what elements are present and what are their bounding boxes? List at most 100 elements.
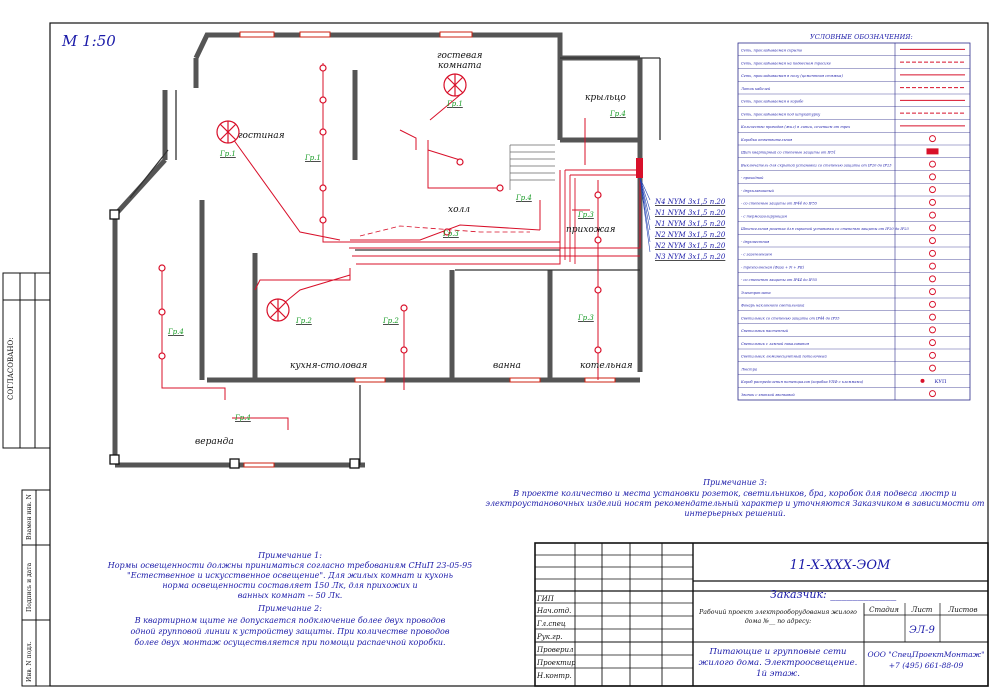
group-label: Гр.4	[515, 194, 532, 202]
project-line: Рабочий проект электрооборудования жилог…	[698, 609, 857, 616]
light-points	[158, 64, 602, 360]
legend-row-label: - проходной	[741, 176, 764, 180]
room-kitchen: кухня-столовая	[290, 361, 367, 371]
panel-leaders	[639, 177, 651, 253]
stairs	[509, 144, 555, 190]
sheet-title-line: жилого дома. Электроосвещение.	[699, 658, 858, 668]
role-label: Н.контр.	[536, 672, 572, 680]
legend-symbol	[929, 237, 936, 245]
sheets-label: Листов	[947, 606, 977, 614]
legend-row-label: Светильник с лампой накаливания	[741, 342, 810, 346]
legend-symbol	[929, 351, 936, 359]
apartment-panel	[636, 158, 643, 178]
sign-date-label: Подпись и дата	[26, 562, 33, 612]
legend-symbol	[929, 173, 936, 181]
legend-row-label: - двухклавишный	[741, 189, 775, 193]
customer-label: Заказчик: ____________	[770, 588, 897, 601]
legend-row-label: Светильник люминесцентный потолочный	[741, 355, 827, 359]
kup-label: КУП	[935, 379, 947, 385]
note1-line: ванных комнат -- 50 Лк.	[238, 591, 343, 600]
room-boiler: котельная	[580, 361, 633, 371]
legend-symbol	[929, 300, 936, 308]
company-phone: +7 (495) 661-88-09	[889, 661, 964, 670]
legend-row-label: Люстра	[740, 367, 757, 371]
group-label: Гр.3	[577, 211, 594, 219]
room-entrance: прихожая	[566, 225, 615, 235]
cable-label: N1 NYM 3х1,5 п.20	[654, 220, 726, 228]
feeder-bundle	[564, 169, 640, 264]
legend-row-label: - двухместная	[741, 240, 770, 244]
cable-label: N2 NYM 3х1,5 п.20	[654, 242, 726, 250]
legend-symbol	[929, 262, 936, 270]
role-label: Проверил	[536, 646, 573, 654]
room-veranda: веранда	[195, 437, 234, 447]
legend-symbol	[929, 186, 936, 194]
room-living: гостиная	[238, 131, 285, 141]
columns	[109, 209, 360, 469]
legend-row-label: Сеть, прокладываемая в полу (цементная с…	[741, 74, 843, 78]
legend-row-label: Сеть, прокладываемая на подвесном тросик…	[741, 61, 831, 65]
room-bath: ванна	[493, 361, 521, 371]
note2-line: одной групповой линии к устройству защит…	[130, 627, 449, 636]
role-label: ГИП	[536, 595, 555, 603]
group-label: Гр.4	[167, 328, 184, 336]
note3-line: электроустановочных изделий носят рекоме…	[485, 499, 984, 508]
room-guest-1: гостевая	[437, 51, 482, 61]
group-label: Гр.2	[382, 317, 399, 325]
legend-symbol	[929, 135, 936, 143]
legend-symbol	[929, 198, 936, 206]
approved-label: СОГЛАСОВАНО:	[7, 337, 15, 400]
stage-label: Стадия	[869, 606, 899, 614]
role-label: Рук.гр.	[536, 633, 562, 641]
room-porch: крыльцо	[585, 93, 626, 103]
legend-row-label: Фонарь наклонного светильника	[741, 304, 804, 308]
sheet-code: ЭЛ-9	[909, 625, 935, 636]
group-label: Гр.3	[577, 314, 594, 322]
note3-line: В проекте количество и места установки р…	[512, 489, 956, 498]
role-label: Проектир	[536, 659, 576, 667]
cable-label: N1 NYM 3х1,5 п.20	[654, 209, 726, 217]
legend-symbol	[929, 224, 936, 232]
legend-row-label: Короб распределения потенциалов (коробка…	[740, 380, 864, 384]
legend-row-label: Сеть, прокладываемая под штукатурку	[741, 112, 821, 116]
legend-row-label: Светильник со степенью защиты от IP44 до…	[741, 316, 840, 320]
legend-symbol	[929, 339, 936, 347]
sheet-label: Лист	[911, 606, 933, 614]
project-line: дома №__ по адресу:	[745, 618, 812, 625]
legend-row-label: - со степенью защиты от IP44 до IP55	[741, 202, 818, 206]
replace-inv-label: Взамен инв. N	[26, 494, 33, 540]
group-label: Гр.3	[442, 230, 459, 238]
legend-symbol	[929, 326, 936, 334]
title-block	[534, 542, 989, 687]
chandeliers	[216, 73, 467, 322]
sheet-title-line: Питающие и групповые сети	[708, 647, 846, 657]
wiring-dashed	[359, 225, 530, 237]
cable-label: N4 NYM 3х1,5 п.20	[654, 198, 726, 206]
sheet-title-line: 1й этаж.	[756, 669, 800, 679]
legend-symbol	[929, 211, 936, 219]
room-guest-2: комната	[438, 61, 481, 71]
inv-orig-label: Инв. N подл.	[26, 641, 33, 682]
note1-line: норма освещенности составляет 150 Лк, дл…	[162, 581, 417, 590]
note2-line: В квартирном щите не допускается подключ…	[134, 616, 446, 625]
note1-title: Примечание 1:	[257, 551, 322, 560]
legend-row-label: - трехполюсная (Фаза + N + PE)	[741, 265, 805, 269]
windows	[239, 31, 616, 468]
legend-symbol	[929, 313, 936, 321]
legend-row-label: Штепсельная розетка для скрытой установк…	[740, 227, 910, 231]
role-label: Гл.спец	[536, 620, 566, 628]
legend-row-label: Светильник настенный	[741, 329, 789, 333]
note3-title: Примечание 3:	[702, 478, 767, 487]
wiring	[161, 63, 641, 430]
legend-row-label: Количество проводов (жил) в линии, сечен…	[740, 125, 850, 129]
legend-row-label: - с заземлением	[741, 253, 772, 257]
group-label: Гр.4	[609, 110, 626, 118]
scale-label: М 1:50	[61, 32, 116, 50]
group-label: Гр.1	[446, 100, 463, 108]
legend-title: УСЛОВНЫЕ ОБОЗНАЧЕНИЯ:	[810, 33, 913, 41]
wall-accents	[129, 57, 661, 465]
group-label: Гр.1	[219, 150, 236, 158]
cable-label: N3 NYM 3х1,5 п.20	[654, 253, 726, 261]
room-hall: холл	[448, 205, 470, 215]
legend-symbol	[929, 390, 936, 398]
